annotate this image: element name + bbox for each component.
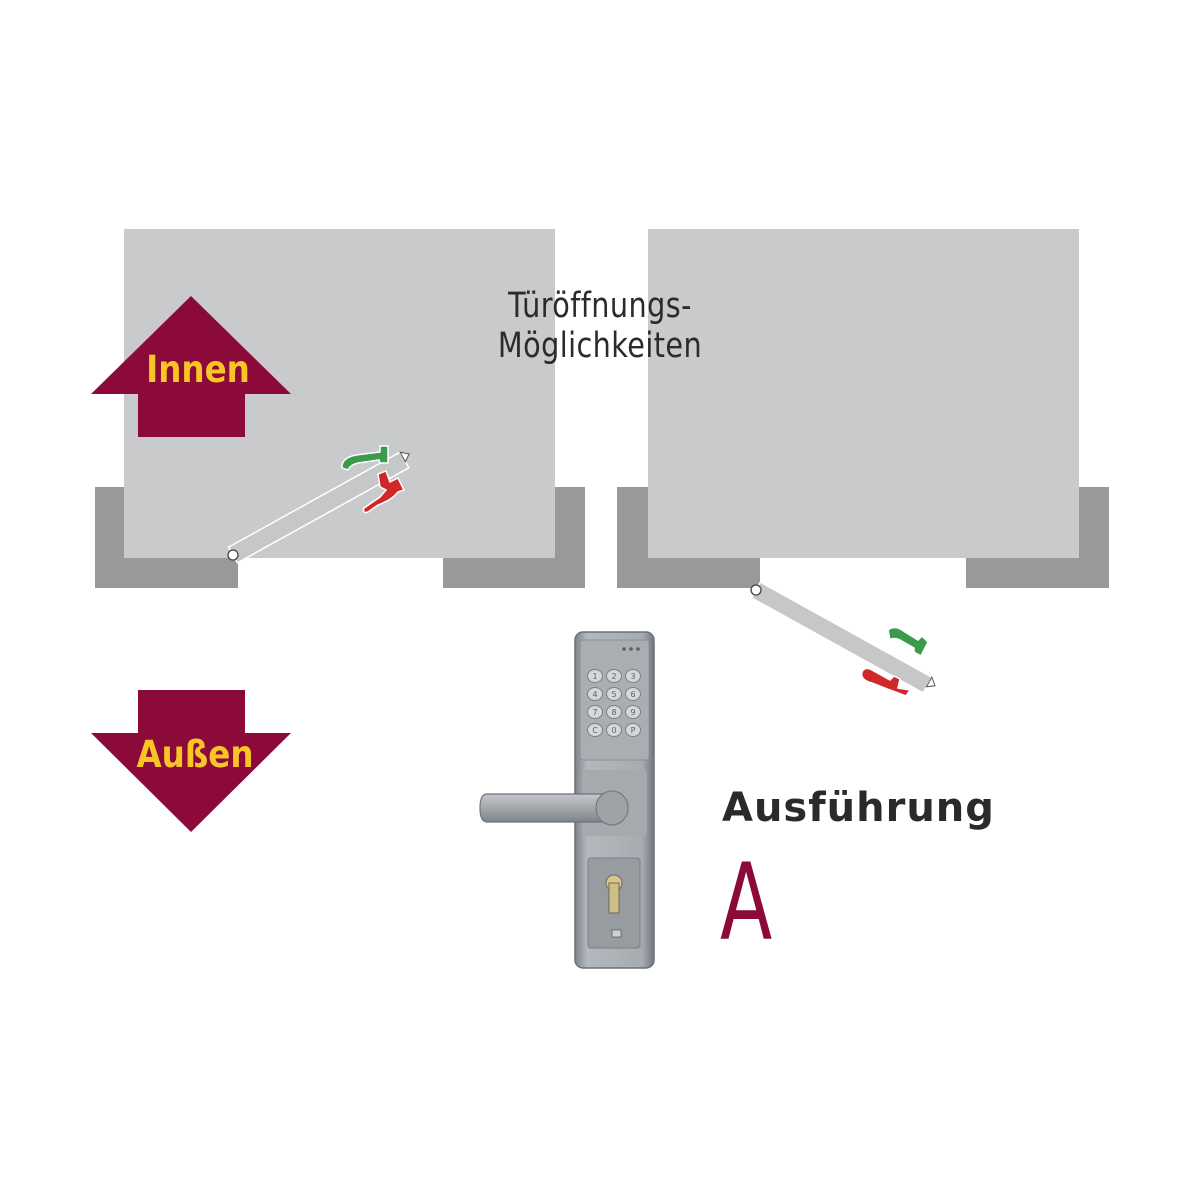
keypad-key-label: 2	[611, 672, 616, 681]
keypad-key: 8	[606, 705, 622, 719]
variant-heading: Ausführung	[722, 785, 995, 831]
keypad-key: 0	[606, 723, 622, 737]
arrow-down-icon	[91, 690, 291, 832]
keypad-key: 5	[606, 687, 622, 701]
keypad-key-label: 5	[611, 690, 616, 699]
keypad-key: C	[587, 723, 603, 737]
keypad-key-label: 0	[611, 726, 616, 735]
left-wall-left	[95, 487, 238, 588]
right-room-area	[648, 229, 1079, 558]
keypad-key-label: 3	[630, 672, 635, 681]
variant-letter: A	[720, 841, 773, 964]
keypad-key: 1	[587, 669, 603, 683]
keypad-key: P	[625, 723, 641, 737]
right-handle-green-icon	[887, 626, 929, 658]
keypad-key: 6	[625, 687, 641, 701]
diagram-title: Türöffnungs-Möglichkeiten	[497, 286, 703, 366]
right-wall-right	[966, 487, 1109, 588]
keypad-key-label: 9	[630, 708, 635, 717]
keypad-key: 9	[625, 705, 641, 719]
right-door-hinge	[750, 584, 762, 596]
outside-label: Außen	[136, 733, 254, 776]
keypad-key-label: 7	[592, 708, 597, 717]
keypad-lock-icon: 1 2 3 4 5 6 7 8 9C 0 P	[479, 631, 655, 969]
left-door-hinge	[227, 549, 239, 561]
keypad-key-label: 8	[611, 708, 616, 717]
keypad-key-label: 6	[630, 690, 635, 699]
inside-label: Innen	[146, 348, 250, 391]
keypad-key-label: C	[592, 726, 598, 735]
keypad-key-label: 1	[592, 672, 597, 681]
keypad-keys: 1 2 3 4 5 6 7 8 9C 0 P	[587, 669, 641, 737]
keypad-key: 3	[625, 669, 641, 683]
right-handle-red-icon	[860, 667, 912, 697]
arrow-up-icon	[91, 296, 291, 437]
keypad-key: 7	[587, 705, 603, 719]
left-handle-green-icon	[341, 445, 389, 471]
keypad-key: 4	[587, 687, 603, 701]
keypad-key-label: P	[631, 726, 636, 735]
keypad-key-label: 4	[592, 690, 597, 699]
left-handle-red-icon	[362, 470, 406, 514]
right-door-scenario	[617, 229, 1109, 697]
keypad-key: 2	[606, 669, 622, 683]
right-wall-left	[617, 487, 760, 588]
left-wall-right	[443, 487, 585, 588]
